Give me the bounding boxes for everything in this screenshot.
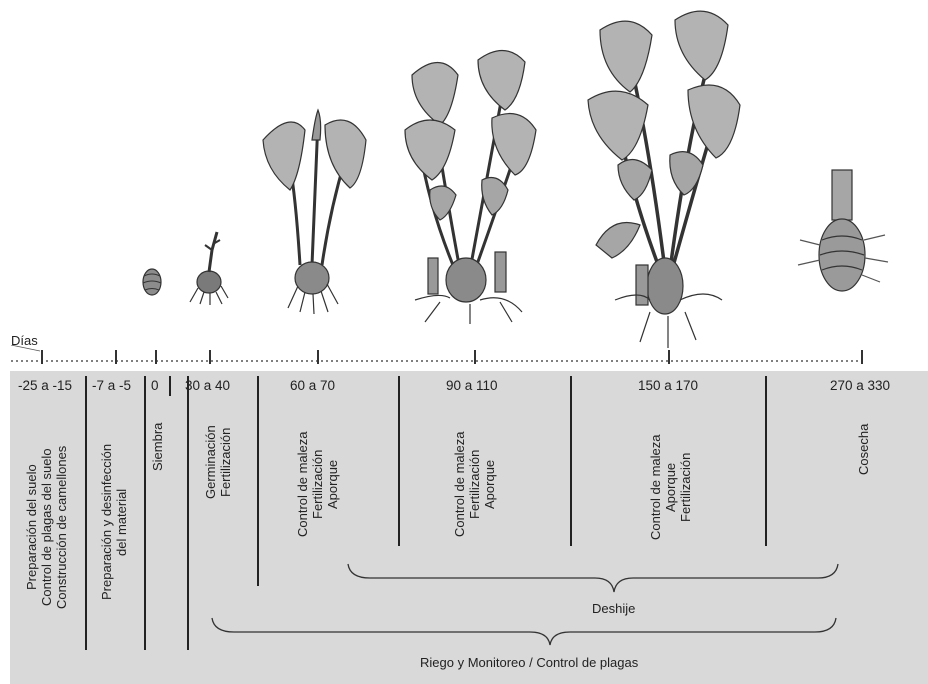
riego-label: Riego y Monitoreo / Control de plagas bbox=[420, 655, 638, 670]
riego-brace bbox=[212, 618, 836, 645]
deshije-brace bbox=[348, 564, 838, 592]
deshije-label: Deshije bbox=[592, 601, 635, 616]
